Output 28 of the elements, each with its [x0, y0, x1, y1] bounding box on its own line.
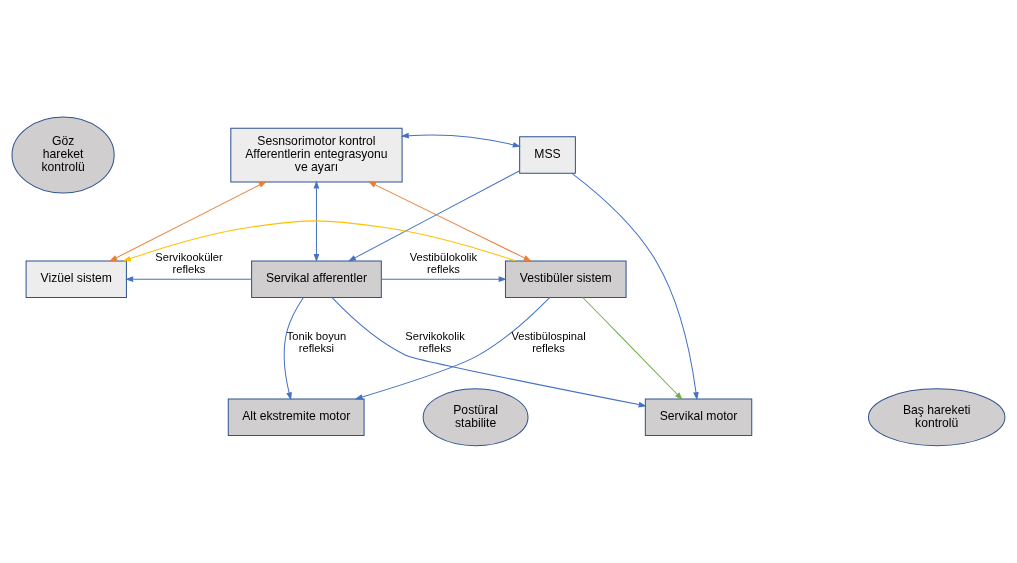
arrow [400, 132, 521, 148]
node-ellipse: Göz hareket kontrolü [11, 116, 115, 194]
arrow [109, 181, 267, 262]
edge-label: Vestibülospinal refleks [511, 329, 586, 354]
node-ellipse: Postüral stabilite [422, 388, 529, 447]
arrow [582, 297, 683, 400]
edge-label: Vestibülokolik refleks [409, 250, 478, 275]
arrow [313, 180, 320, 263]
node-ellipse: Baş hareketi kontrolü [867, 388, 1006, 447]
node-box: Sesnsorimotor kontrol Afferentlerin entegrasyonu ve ayarı [230, 127, 403, 183]
arrow [122, 220, 516, 262]
edge-label: Tonik boyun refleksi [286, 329, 347, 354]
node-box: Servikal afferentler [251, 260, 382, 298]
node-box: MSS [519, 136, 576, 174]
node-box: Vestibüler sistem [504, 260, 627, 298]
edge-label: Servikokolik refleks [405, 329, 465, 354]
arrow [347, 170, 521, 262]
arrow [283, 296, 304, 401]
arrow [571, 172, 699, 401]
node-box: Servikal motor [644, 398, 753, 437]
node-box: Vizüel sistem [25, 260, 127, 298]
arrow [381, 276, 507, 282]
node-box: Alt ekstremite motor [227, 398, 365, 437]
arrow [125, 276, 253, 282]
arrow [367, 181, 532, 262]
arrow [354, 297, 551, 400]
arrow [331, 297, 647, 408]
edge-label: Servikooküler refleks [155, 250, 223, 275]
